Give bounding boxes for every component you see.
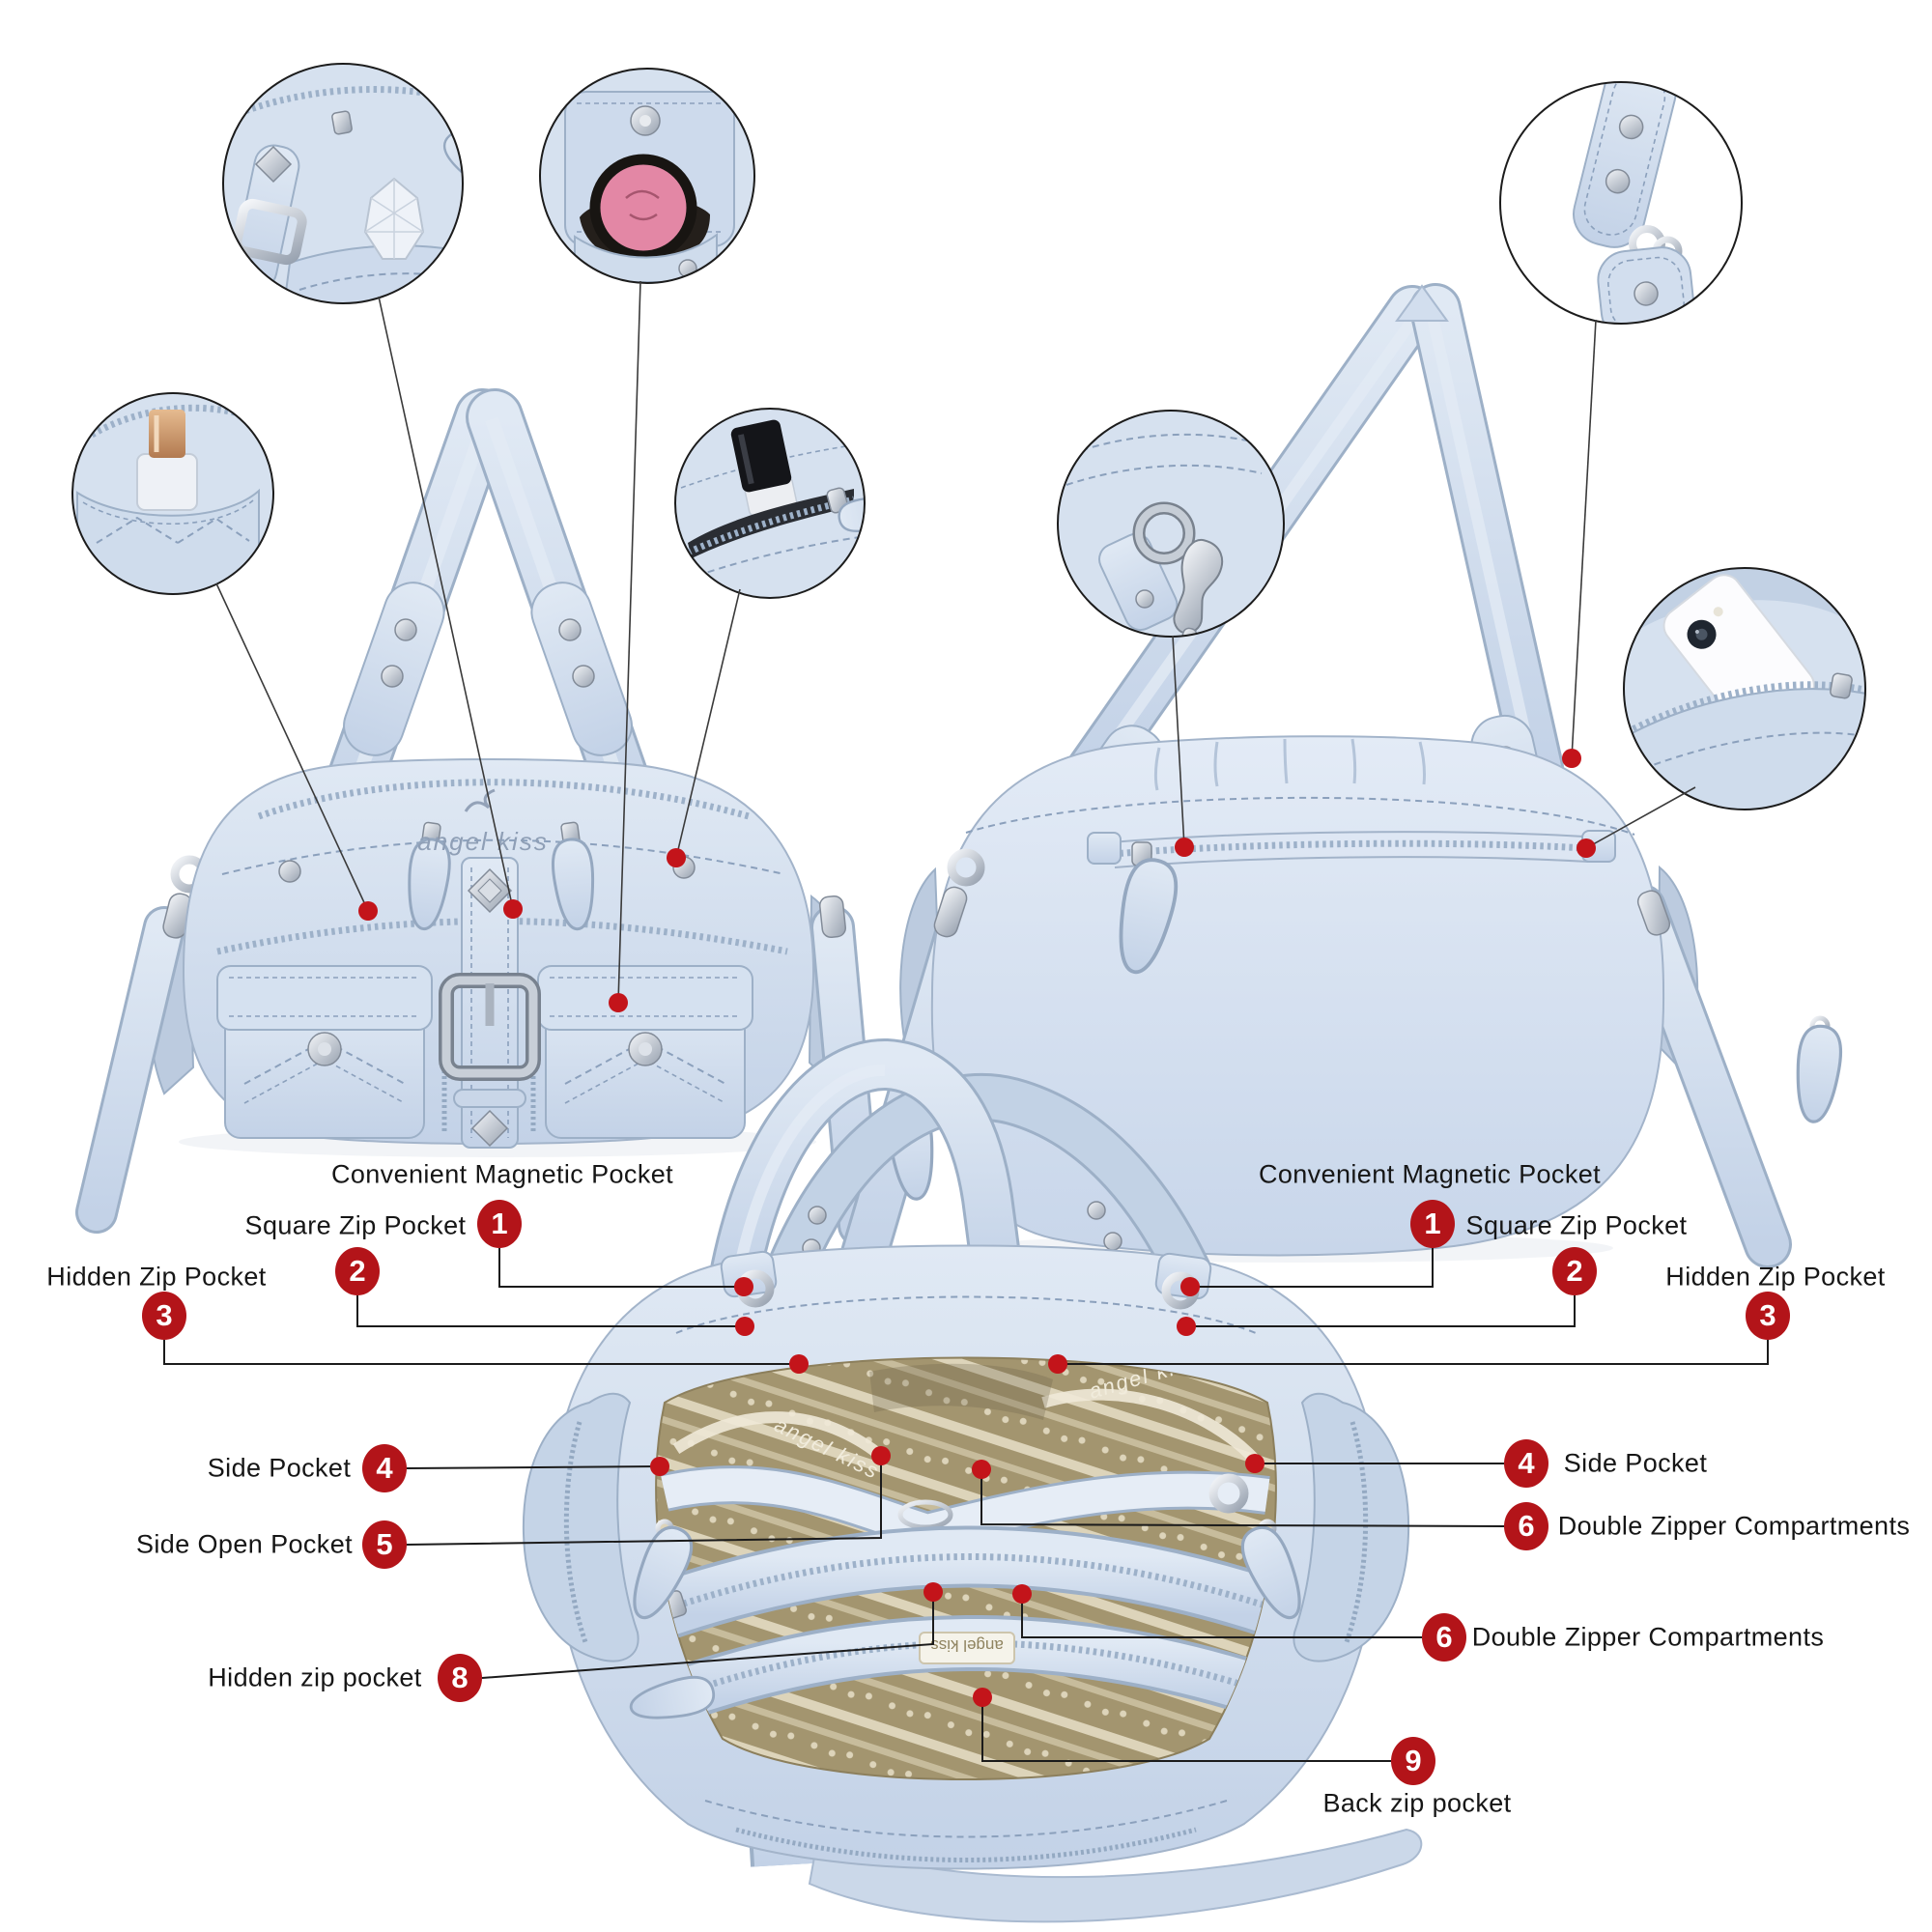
red-target-dots [358, 749, 1596, 1707]
callout-badge-3-left: 3 [142, 1292, 186, 1340]
callout-label-magnetic-pocket-right: Convenient Magnetic Pocket [1258, 1159, 1602, 1189]
tag-brand-text: angel kiss [930, 1636, 1004, 1655]
interior-brand-tag: angel kiss [919, 1632, 1015, 1664]
callout-badge-8-left: 8 [438, 1654, 482, 1702]
top-bag-left-side-pouch [522, 1392, 719, 1728]
callout-badge-4-left: 4 [362, 1444, 407, 1492]
magnifier-hidden-zip-pocket [674, 408, 866, 599]
callout-badge-2-left: 2 [335, 1247, 380, 1295]
magnifier-leader-lines [215, 280, 1696, 1004]
callout-badge-1-left: 1 [477, 1200, 522, 1248]
front-bag-left-pocket [216, 965, 433, 1139]
callout-label-side-pocket-left: Side Pocket [207, 1453, 352, 1483]
callout-connector-lines [163, 1248, 1769, 1762]
callout-label-hidden-zip-right: Hidden Zip Pocket [1665, 1262, 1886, 1292]
callout-badge-4-right: 4 [1504, 1439, 1548, 1488]
front-bag-top-zipper [257, 779, 750, 820]
callout-label-back-zip-pocket: Back zip pocket [1322, 1788, 1512, 1818]
front-bag-right-pocket [537, 965, 753, 1139]
callout-badge-6-lower: 6 [1422, 1613, 1466, 1662]
callout-badge-6-upper: 6 [1504, 1502, 1548, 1550]
callout-badge-2-right: 2 [1552, 1247, 1597, 1295]
callout-label-magnetic-pocket-left: Convenient Magnetic Pocket [330, 1159, 674, 1189]
front-bag-mid-zipper [216, 918, 788, 955]
top-bag-right-side-pouch [1233, 1392, 1410, 1662]
brand-text-front: angel kiss [417, 827, 549, 856]
back-bag-body [930, 735, 1665, 1257]
callout-label-side-open-pocket: Side Open Pocket [135, 1529, 354, 1559]
callout-badge-5-left: 5 [362, 1520, 407, 1569]
callout-badge-9: 9 [1391, 1737, 1435, 1785]
top-bag-handles [708, 1038, 1217, 1307]
callout-label-double-zipper-2: Double Zipper Compartments [1471, 1622, 1825, 1652]
magnifier-side-pocket [71, 392, 274, 595]
front-bag-center-buckle [439, 857, 541, 1149]
front-bag-brand-logo: angel kiss [417, 788, 549, 856]
back-bag-left-hook [933, 848, 985, 938]
callout-label-square-zip-right: Square Zip Pocket [1465, 1210, 1688, 1240]
back-view-bag [838, 283, 1846, 1288]
top-open-view-bag: angel kiss angel kiss angel kiss [522, 1038, 1423, 1923]
magnifier-strap-hook [1057, 410, 1285, 638]
callout-label-square-zip-left: Square Zip Pocket [244, 1210, 467, 1240]
callout-label-side-pocket-right: Side Pocket [1563, 1448, 1708, 1478]
magnifier-strap-rivets [1499, 81, 1743, 325]
magnifier-phone-pocket [1623, 567, 1866, 810]
magnifier-square-zip-pocket [222, 63, 464, 304]
callout-label-double-zipper-1: Double Zipper Compartments [1557, 1511, 1911, 1541]
callout-label-hidden-zip-pocket-lower: Hidden zip pocket [208, 1662, 422, 1692]
callout-label-hidden-zip-left: Hidden Zip Pocket [46, 1262, 267, 1292]
callout-badge-3-right: 3 [1746, 1292, 1790, 1340]
callout-badge-1-right: 1 [1410, 1200, 1455, 1248]
magnifier-magnetic-pocket [539, 68, 755, 284]
